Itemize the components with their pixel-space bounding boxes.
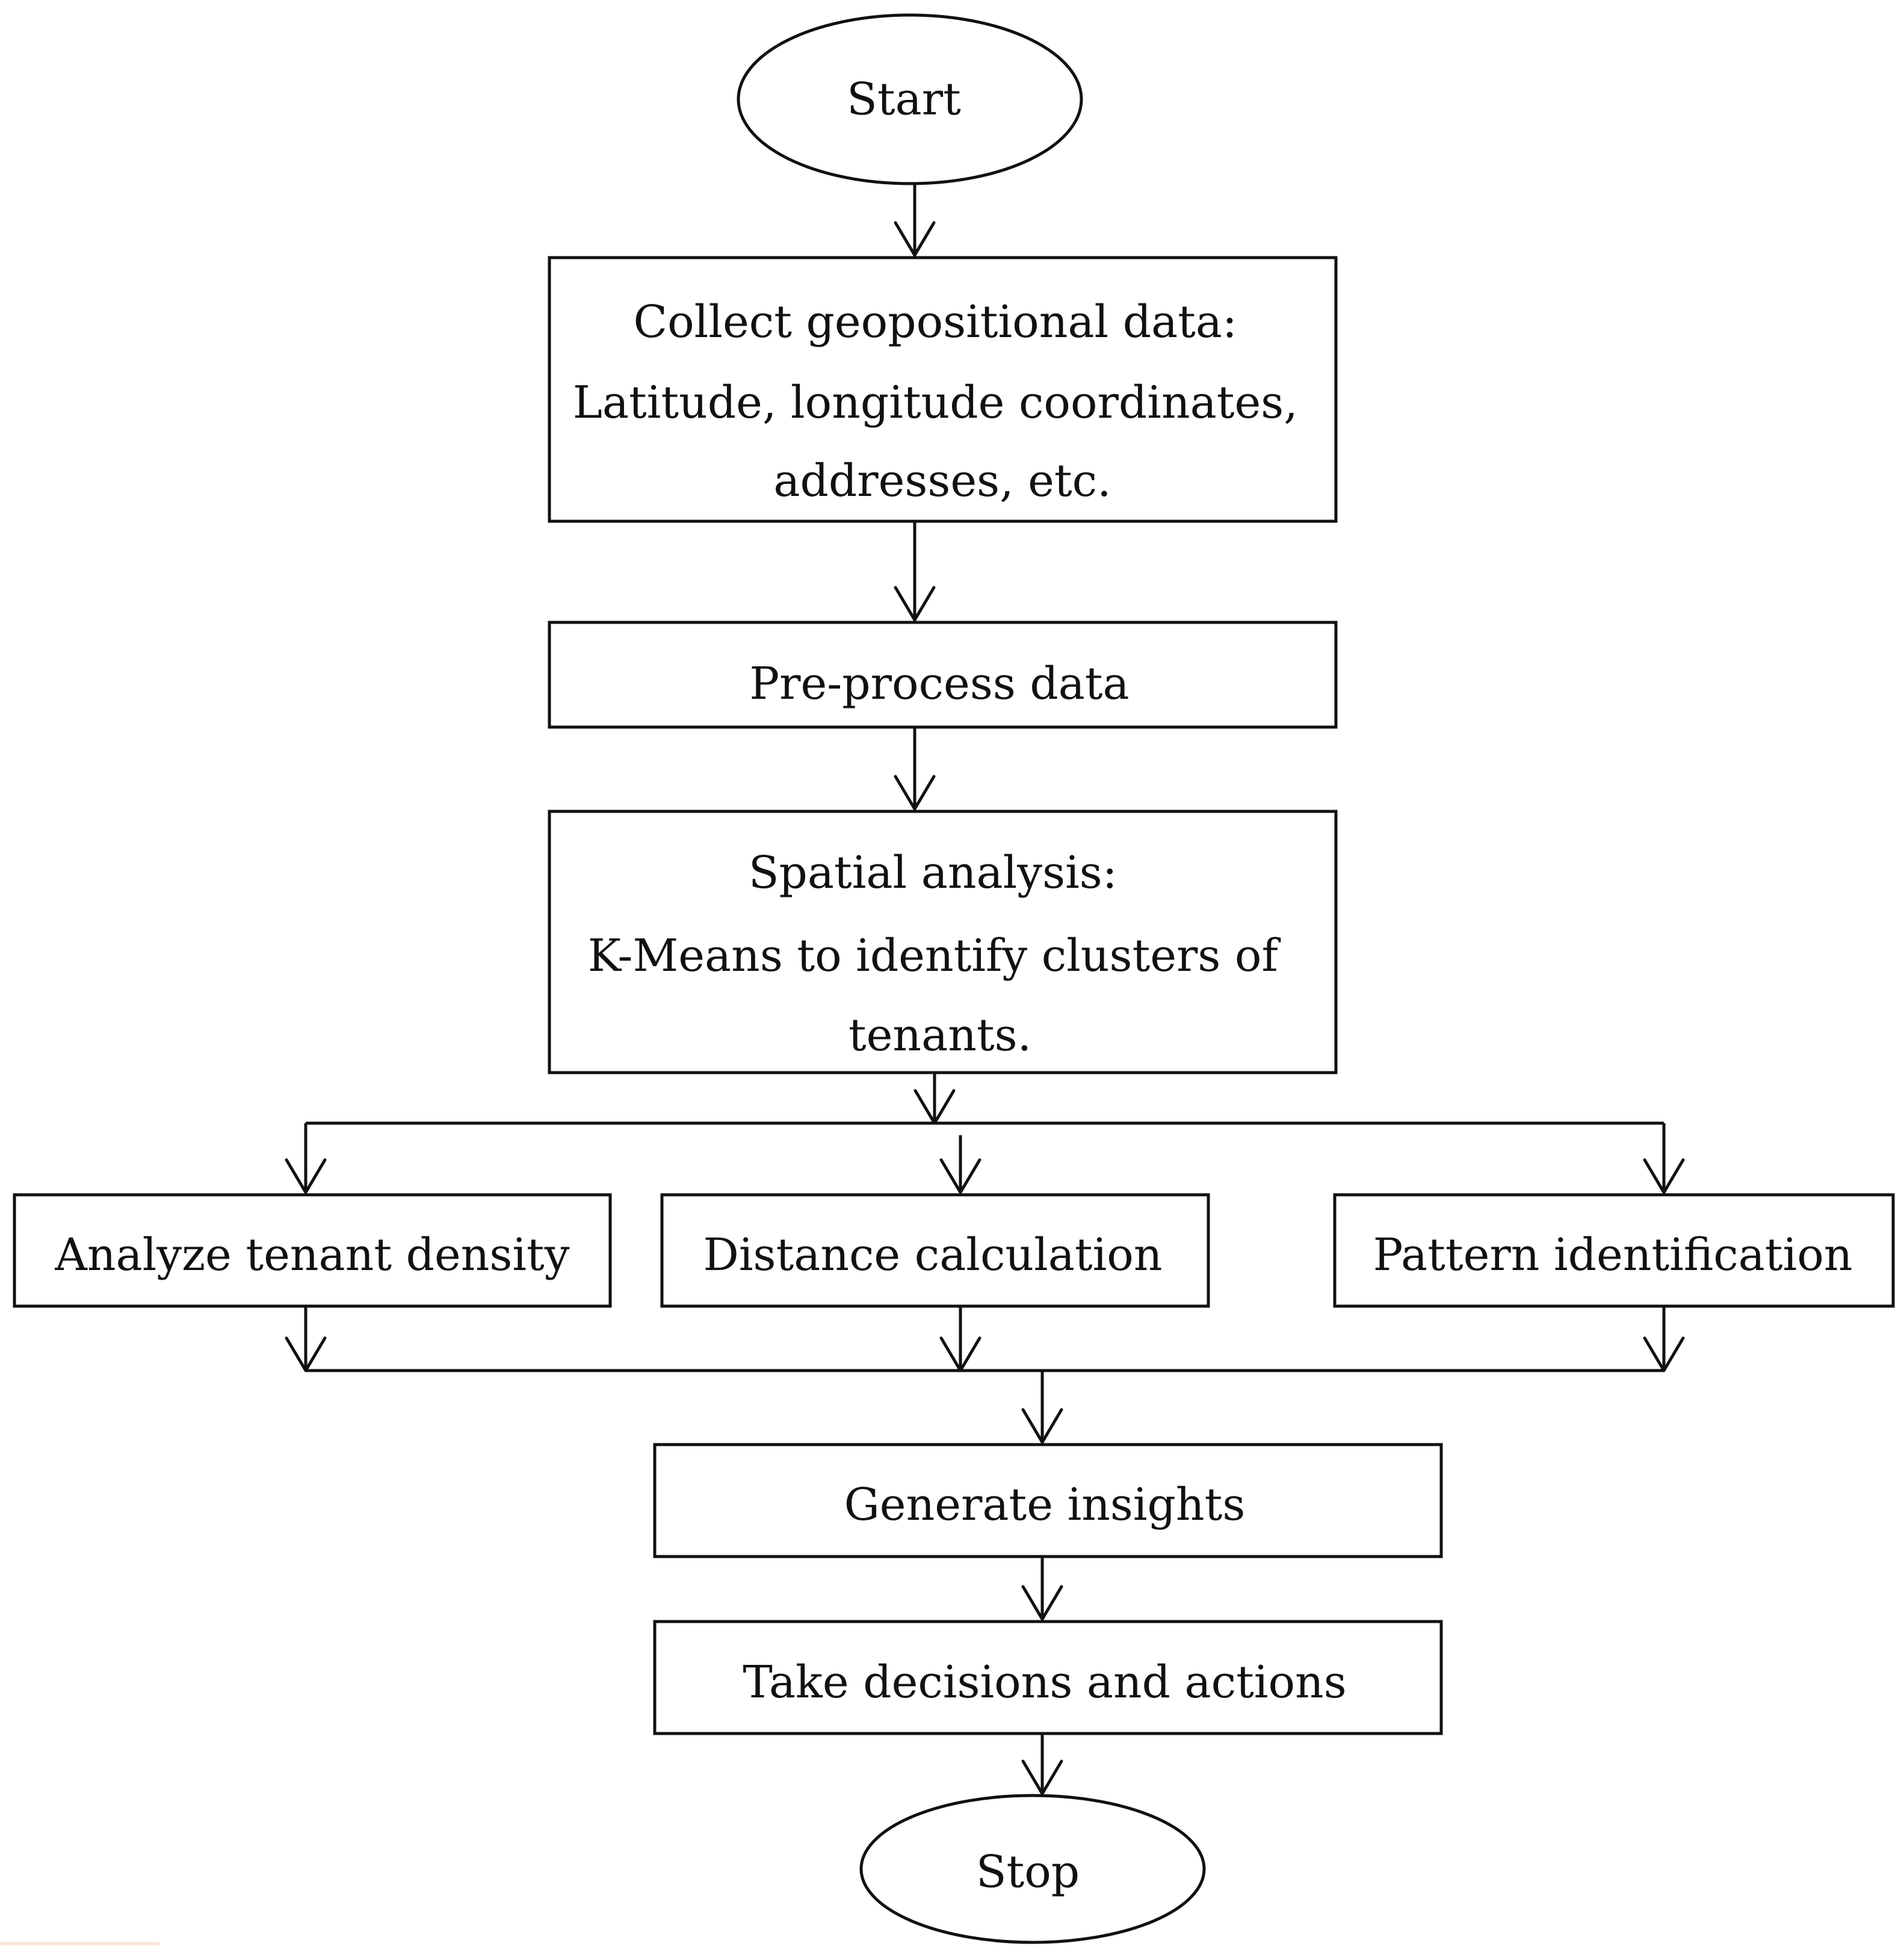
distance-label: Distance calculation bbox=[703, 1229, 1163, 1281]
preprocess-step: Pre-process data bbox=[548, 621, 1338, 729]
arrowhead-pattern-merge bbox=[1643, 1336, 1685, 1372]
density-box bbox=[13, 1193, 612, 1308]
start-node: Start bbox=[737, 13, 1083, 185]
collect-data-label: Collect geopositional data: Latitude, lo… bbox=[573, 296, 1312, 507]
spatial-analysis-step: Spatial analysis: K-Means to identify cl… bbox=[548, 810, 1338, 1074]
stop-terminal-shape bbox=[859, 1794, 1206, 1944]
arrowhead-insights bbox=[1021, 1408, 1063, 1444]
preprocess-box bbox=[548, 621, 1338, 729]
decisions-label: Take decisions and actions bbox=[743, 1656, 1346, 1708]
start-label: Start bbox=[847, 73, 961, 125]
preprocess-label: Pre-process data bbox=[749, 658, 1129, 710]
stop-label: Stop bbox=[976, 1846, 1080, 1898]
decisions-step: Take decisions and actions bbox=[653, 1620, 1443, 1735]
spatial-analysis-box bbox=[548, 810, 1338, 1074]
density-label: Analyze tenant density bbox=[54, 1229, 569, 1281]
arrowhead-stop bbox=[1021, 1759, 1063, 1796]
arrowhead-distance-merge bbox=[939, 1336, 981, 1372]
insights-label: Generate insights bbox=[844, 1479, 1246, 1531]
arrowhead-decisions bbox=[1021, 1585, 1063, 1621]
stop-node: Stop bbox=[859, 1794, 1206, 1944]
arrowhead-collect bbox=[894, 221, 936, 257]
collect-data-step: Collect geopositional data: Latitude, lo… bbox=[548, 256, 1338, 523]
start-terminal-shape bbox=[737, 13, 1083, 185]
spatial-analysis-label: Spatial analysis: K-Means to identify cl… bbox=[588, 847, 1293, 1061]
pattern-step: Pattern identification bbox=[1333, 1193, 1895, 1308]
arrowhead-density-merge bbox=[285, 1336, 327, 1372]
collect-data-box bbox=[548, 256, 1338, 523]
density-step: Analyze tenant density bbox=[13, 1193, 612, 1308]
connectors bbox=[304, 184, 1666, 1794]
arrowhead-density bbox=[285, 1158, 327, 1194]
arrowhead-distance bbox=[939, 1158, 981, 1194]
distance-box bbox=[660, 1193, 1210, 1308]
insights-step: Generate insights bbox=[653, 1443, 1443, 1558]
arrowheads bbox=[285, 221, 1685, 1796]
pattern-label: Pattern identification bbox=[1373, 1229, 1853, 1281]
arrowhead-preprocess bbox=[894, 586, 936, 622]
distance-step: Distance calculation bbox=[660, 1193, 1210, 1308]
arrowhead-spatial bbox=[894, 775, 936, 811]
arrowhead-split bbox=[913, 1089, 956, 1125]
decisions-box bbox=[653, 1620, 1443, 1735]
pattern-box bbox=[1333, 1193, 1895, 1308]
insights-box bbox=[653, 1443, 1443, 1558]
corner-artifact-mark bbox=[0, 1942, 159, 1945]
arrowhead-pattern bbox=[1643, 1158, 1685, 1194]
